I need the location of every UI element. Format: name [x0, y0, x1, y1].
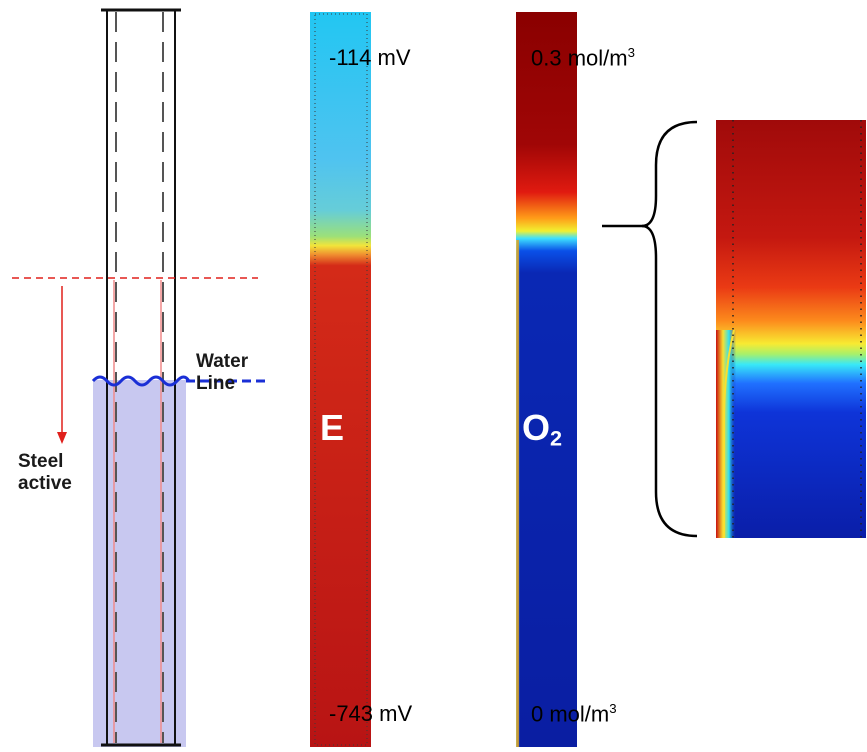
water-label-line2: Line	[196, 373, 236, 394]
oxygen-gradient-bar	[516, 12, 577, 747]
curly-brace	[641, 120, 698, 538]
potential-symbol: E	[320, 407, 345, 448]
zoom-bracket	[602, 120, 698, 538]
steel-label-line1: Steel	[18, 451, 64, 472]
zoom-wall-layer	[716, 330, 736, 538]
water-region	[93, 380, 186, 747]
steel-label-line2: active	[18, 473, 72, 494]
oxygen-top-value-text: 0.3 mol/m	[531, 45, 628, 71]
oxygen-symbol-main: O	[522, 407, 551, 448]
potential-top-value: -114 mV	[329, 45, 411, 70]
zoom-gradient-bar	[716, 120, 866, 538]
oxygen-symbol-subscript: 2	[550, 425, 563, 451]
potential-gradient-bar	[310, 12, 371, 747]
water-label-line1: Water	[196, 351, 249, 372]
oxygen-zoom-view	[716, 120, 866, 538]
oxygen-map	[516, 12, 577, 747]
water-line-label: Water Line	[196, 351, 248, 395]
potential-domain-outline	[314, 13, 368, 746]
potential-bottom-value: -743 mV	[329, 701, 413, 726]
potential-map	[310, 12, 371, 747]
active-arrow-head	[57, 432, 67, 444]
oxygen-bottom-value: 0 mol/m3	[531, 701, 617, 727]
oxygen-top-value-exponent: 3	[627, 45, 635, 60]
steel-active-label: Steel active	[18, 451, 72, 495]
zoom-wall-curve	[723, 329, 735, 538]
oxygen-bottom-value-text: 0 mol/m	[531, 701, 610, 727]
oxygen-top-value: 0.3 mol/m3	[531, 45, 635, 71]
oxygen-bottom-value-exponent: 3	[609, 701, 617, 716]
water-line-wave	[91, 375, 191, 387]
tube-schematic	[12, 8, 268, 747]
oxygen-symbol: O2	[522, 407, 562, 451]
